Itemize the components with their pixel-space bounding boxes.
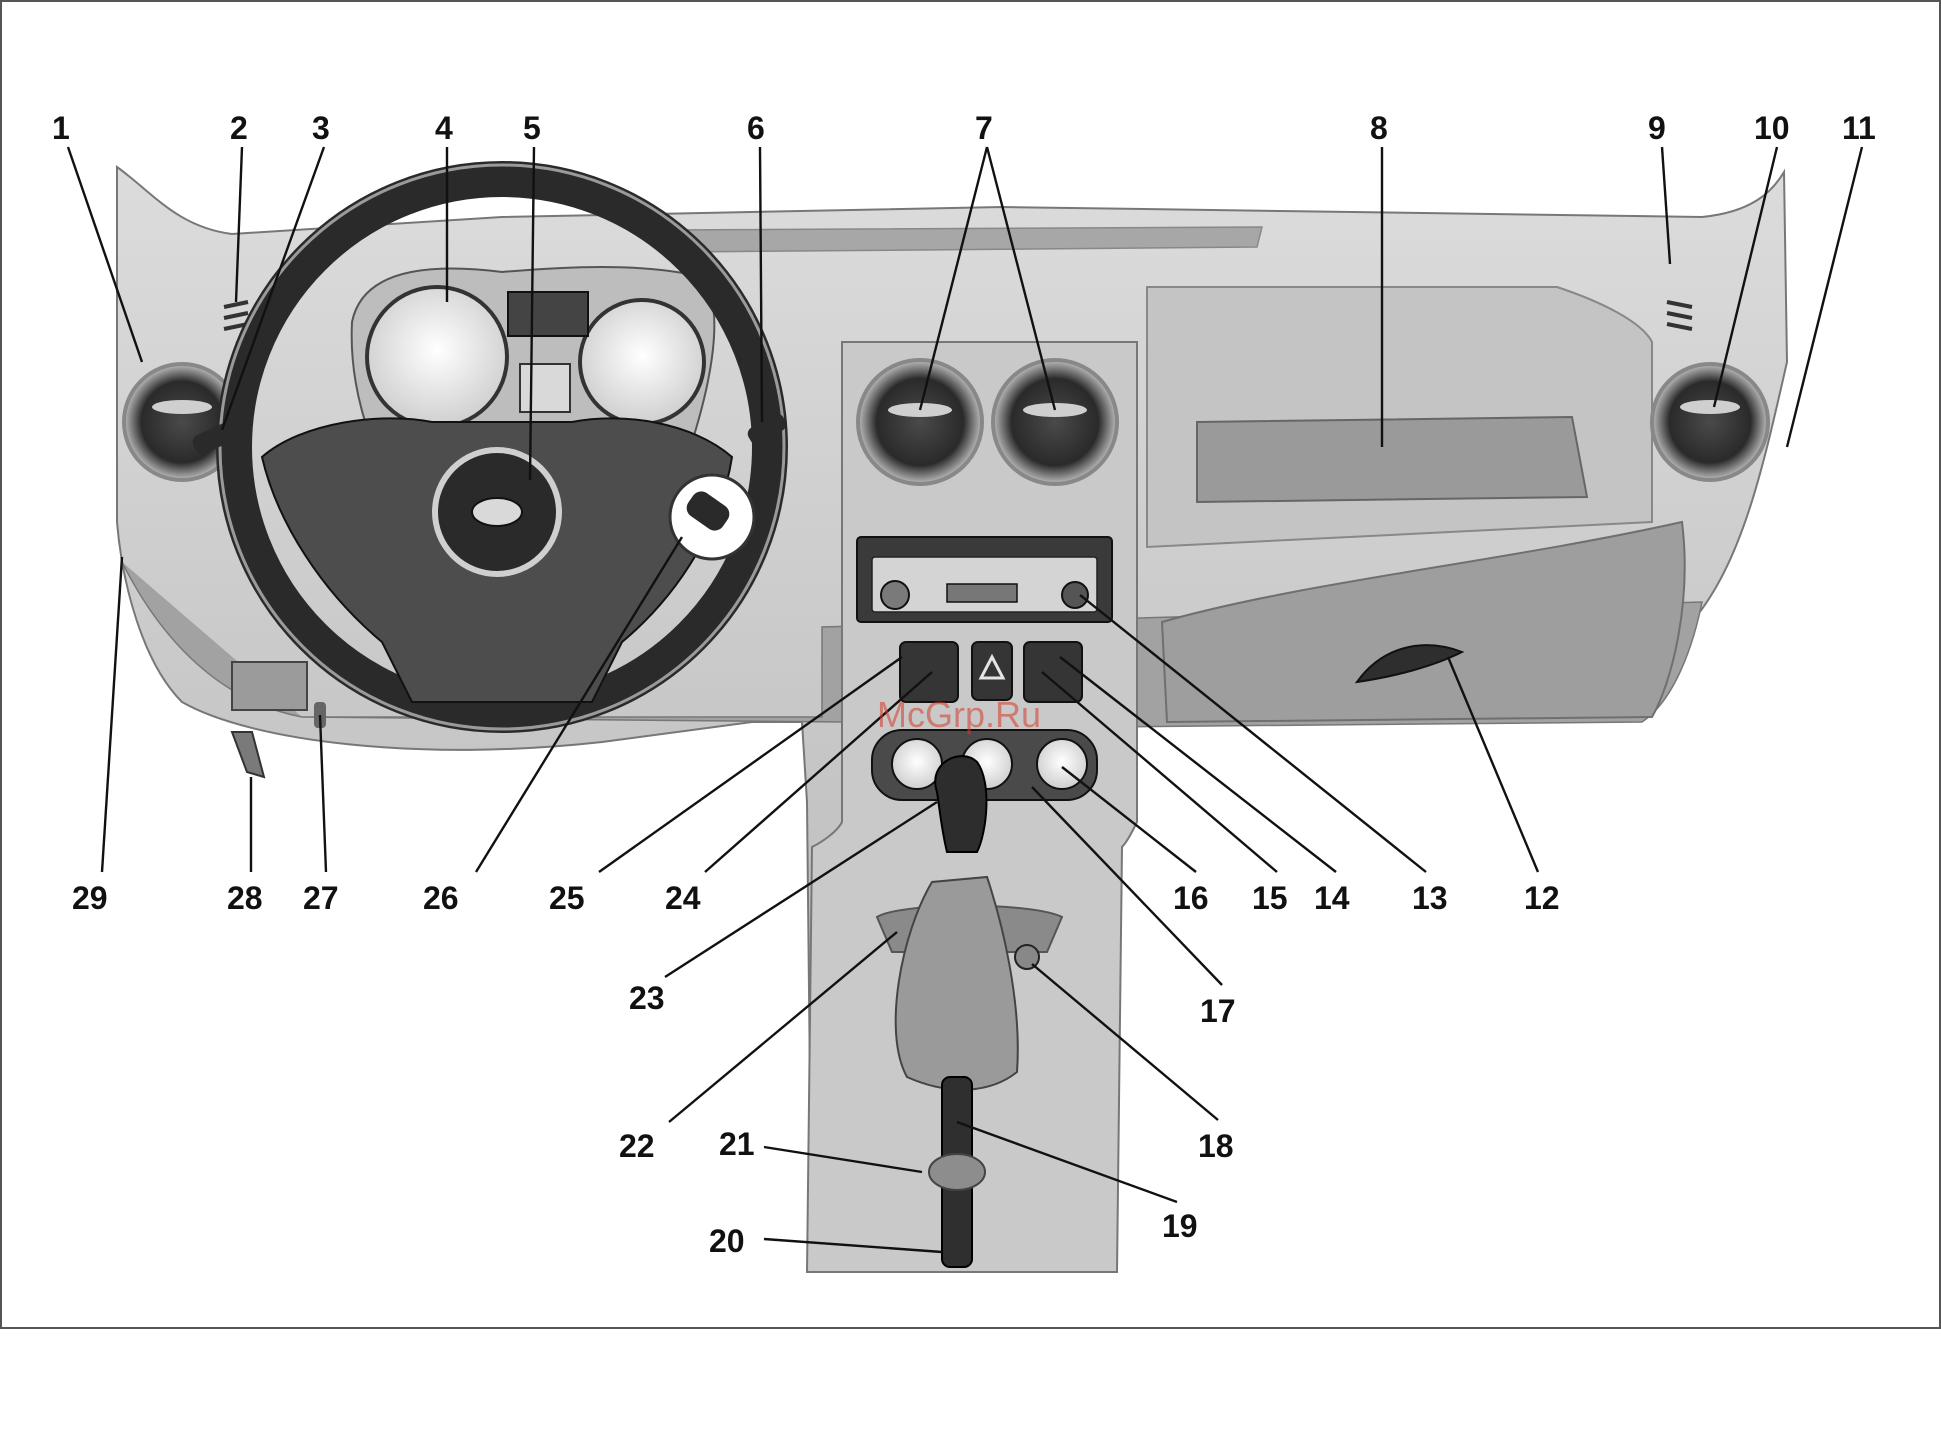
leader-3 (220, 146, 326, 431)
vent-center-left (856, 358, 984, 486)
callout-11: 11 (1842, 110, 1876, 146)
glovebox-handle (1354, 644, 1465, 684)
vent-center-right (991, 358, 1119, 486)
leader-16 (1061, 766, 1197, 873)
leader-23 (664, 800, 938, 979)
glovebox-panel (1160, 520, 1686, 724)
air-vents (122, 300, 1770, 486)
wiper-stalk (747, 413, 787, 445)
callout-18: 18 (1198, 1128, 1234, 1164)
leader-7b (985, 146, 1057, 411)
callout-numbers: 1 2 3 4 5 6 7 8 9 10 11 12 13 14 15 16 1… (52, 110, 1876, 1259)
hood-release-handle (230, 731, 266, 779)
vent-left-slat (152, 400, 212, 414)
steering-wheel-rim (216, 161, 788, 733)
lada-logo-icon (471, 497, 523, 527)
callout-6: 6 (747, 110, 765, 146)
diagram-frame: 1 2 3 4 5 6 7 8 9 10 11 12 13 14 15 16 1… (0, 0, 1941, 1329)
leader-1 (66, 146, 144, 363)
leader-20 (763, 1237, 943, 1254)
watermark: McGrp.Ru (877, 694, 1041, 735)
radio-knob (880, 580, 910, 610)
cluster-display (507, 291, 589, 337)
light-switch-stalk (192, 420, 242, 454)
callout-10: 10 (1754, 110, 1790, 146)
radio-eject-button (1061, 581, 1089, 609)
controls-misc (192, 413, 787, 779)
leader-19 (956, 1120, 1178, 1204)
ignition-key (686, 491, 730, 531)
callout-28: 28 (227, 880, 263, 916)
leader-14 (1059, 656, 1337, 873)
leader-2 (234, 146, 244, 303)
callout-19: 19 (1162, 1208, 1198, 1244)
fuel-temp-gauge (519, 363, 571, 413)
callout-3: 3 (312, 110, 330, 146)
hazard-switch (971, 641, 1013, 701)
callout-9: 9 (1648, 110, 1666, 146)
callout-29: 29 (72, 880, 108, 916)
leader-9 (1660, 146, 1672, 265)
callout-25: 25 (549, 880, 585, 916)
callout-8: 8 (1370, 110, 1388, 146)
leader-12 (1446, 656, 1540, 873)
dashboard-diagram: 1 2 3 4 5 6 7 8 9 10 11 12 13 14 15 16 1… (52, 110, 1876, 1273)
callout-17: 17 (1200, 993, 1236, 1029)
leader-13 (1079, 594, 1427, 873)
leader-17 (1031, 786, 1223, 986)
leader-5 (528, 146, 536, 481)
callout-15: 15 (1252, 880, 1288, 916)
callout-13: 13 (1412, 880, 1448, 916)
tachometer-gauge (365, 285, 509, 429)
switch-bank-right (1023, 641, 1083, 703)
steering-wheel-rim-highlight (218, 163, 786, 731)
center-console (805, 341, 1138, 1273)
leader-27 (318, 714, 328, 873)
callout-23: 23 (629, 980, 665, 1016)
leader-11 (1785, 146, 1864, 448)
callout-14: 14 (1314, 880, 1350, 916)
leader-22 (668, 931, 898, 1123)
callout-4: 4 (435, 110, 453, 146)
gear-knob (934, 755, 988, 853)
callout-22: 22 (619, 1128, 655, 1164)
callout-20: 20 (709, 1223, 745, 1259)
gear-boot (894, 875, 1019, 1091)
callout-16: 16 (1173, 880, 1209, 916)
rear-cup-holder (928, 1153, 986, 1191)
hazard-triangle-icon (978, 653, 1006, 680)
leader-24 (704, 671, 933, 873)
callout-26: 26 (423, 880, 459, 916)
instrument-cluster (350, 266, 716, 443)
leader-6 (758, 146, 764, 423)
leader-25 (598, 656, 903, 873)
leader-26 (474, 536, 684, 873)
fuse-box-cover (231, 661, 308, 711)
power-socket (1014, 944, 1040, 970)
leader-lines (66, 146, 1864, 1254)
leader-18 (1031, 963, 1219, 1121)
callout-27: 27 (303, 880, 339, 916)
callout-12: 12 (1524, 880, 1560, 916)
callout-2: 2 (230, 110, 248, 146)
demister-right (1666, 300, 1693, 331)
steering-wheel (216, 161, 788, 733)
callout-7: 7 (975, 110, 993, 146)
callout-5: 5 (523, 110, 541, 146)
passenger-shelf-frame (1146, 286, 1653, 549)
leader-7a (918, 146, 989, 411)
callout-21: 21 (719, 1126, 755, 1162)
leader-10 (1712, 146, 1779, 408)
leader-15 (1041, 671, 1278, 873)
callout-1: 1 (52, 110, 70, 146)
vent-right-outer (1650, 362, 1770, 482)
leader-21 (763, 1145, 923, 1174)
speedometer-gauge (578, 298, 706, 426)
callout-24: 24 (665, 880, 701, 916)
leader-29 (100, 556, 124, 873)
vent-right-slat (1680, 400, 1740, 414)
passenger-shelf-recess (1196, 415, 1589, 504)
radio-display (946, 583, 1018, 603)
